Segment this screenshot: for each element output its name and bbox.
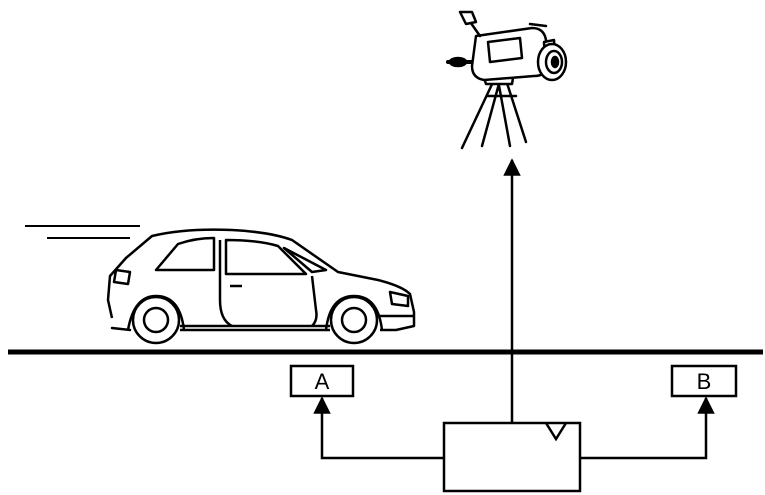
control-unit-triangle-mark: [544, 422, 568, 442]
motion-lines: [25, 225, 140, 239]
sensor-b-label: B: [697, 369, 712, 394]
video-camera-on-tripod-icon: [446, 10, 568, 150]
control-unit-box: [442, 421, 582, 493]
connector-to-sensor-a: [313, 396, 444, 460]
sensor-a-label: A: [315, 369, 330, 394]
car-icon: [106, 228, 416, 345]
connector-to-sensor-b: [580, 396, 715, 460]
sensor-b-box: B: [670, 364, 738, 398]
sensor-a-box: A: [289, 364, 355, 398]
